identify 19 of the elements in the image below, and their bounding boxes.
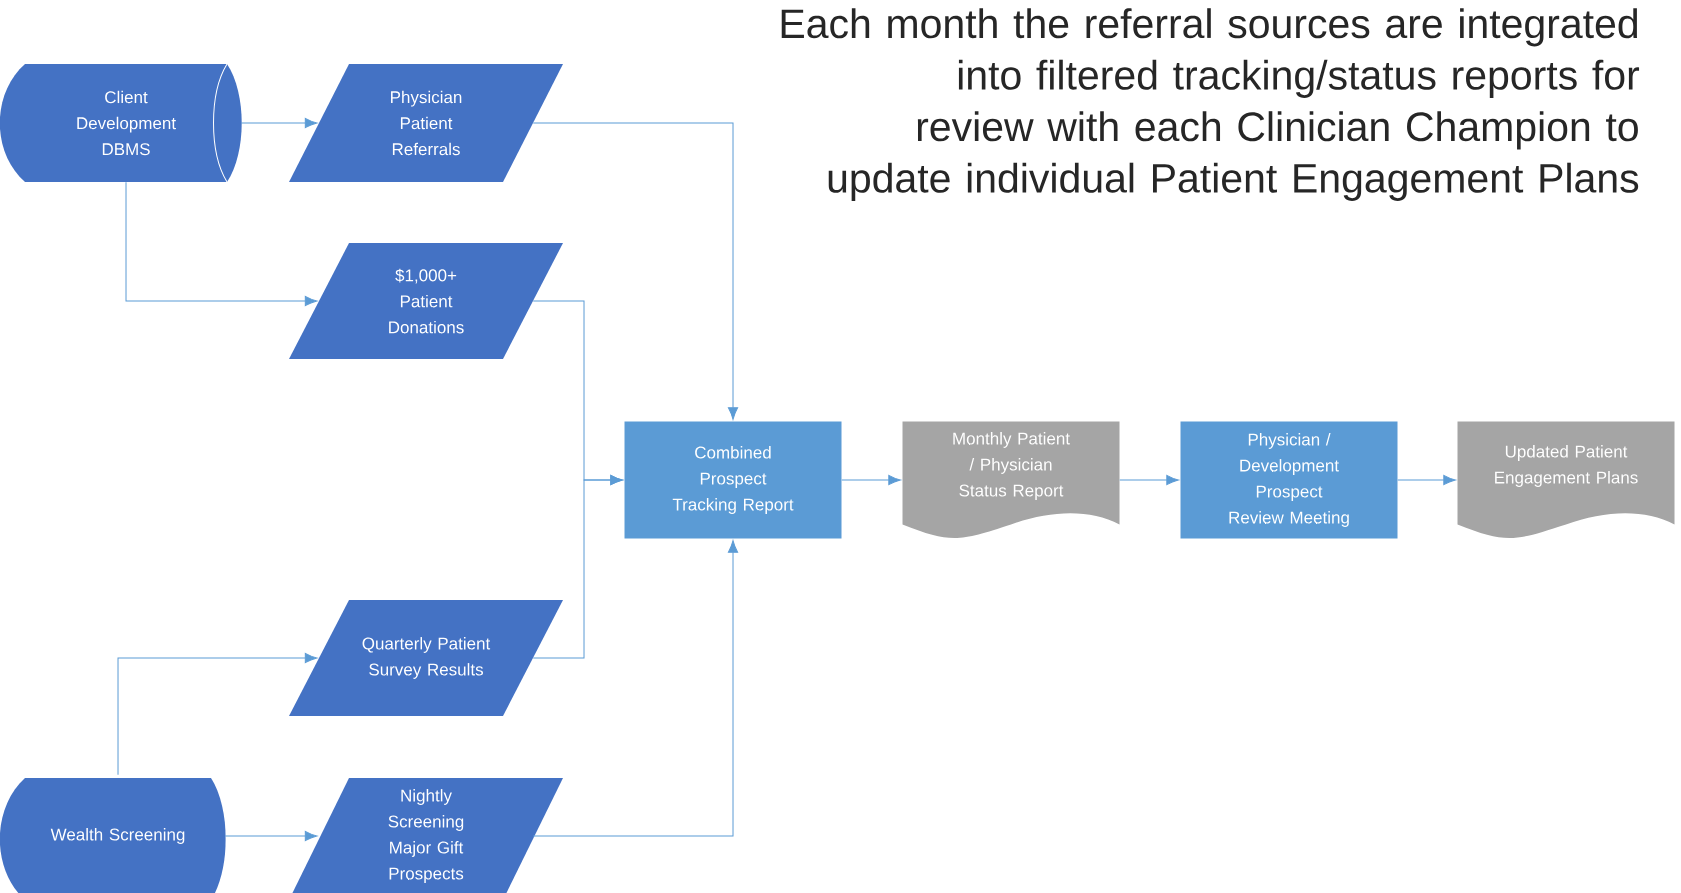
arrow: [1397, 474, 1456, 486]
arrow: [532, 540, 739, 837]
arrow: [125, 181, 318, 307]
arrow: [240, 117, 318, 129]
storage-cylinder: Wealth Screening: [0, 778, 226, 893]
arrow: [224, 830, 318, 842]
data-parallelogram: Quarterly Patient Survey Results: [289, 600, 563, 716]
process-box: Combined Prospect Tracking Report: [624, 421, 842, 539]
arrow: [841, 474, 901, 486]
process-box: Physician / Development Prospect Review Meeting: [1180, 421, 1398, 539]
arrow: [532, 122, 739, 420]
data-parallelogram: Nightly Screening Major Gift Prospects: [289, 778, 563, 893]
arrow: [532, 474, 623, 659]
data-parallelogram: $1,000+ Patient Donations: [289, 243, 563, 359]
data-parallelogram: Physician Patient Referrals: [289, 64, 563, 182]
arrow: [117, 652, 318, 776]
storage-cylinder: Client Development DBMS: [0, 63, 242, 183]
arrow: [1119, 474, 1179, 486]
title: Each month the referral sources are integrated into filtered tracking/status reports for review with each Clinician Champion to update individual Patient Engagement Plans: [781, 8, 1640, 201]
